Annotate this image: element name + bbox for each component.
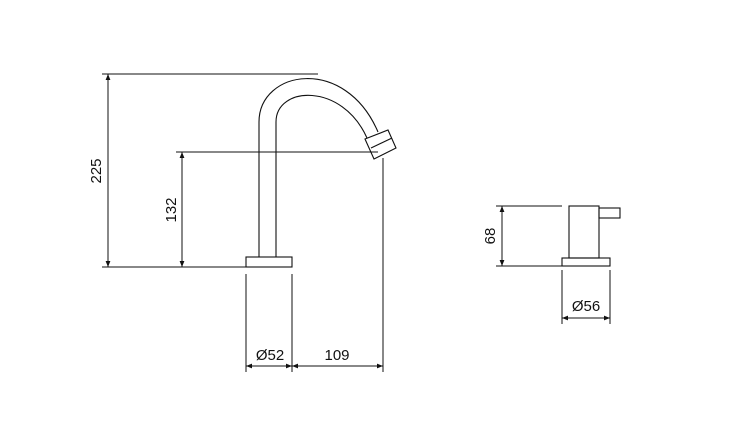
- handle-lever: [598, 207, 621, 219]
- spout-tube-inner: [275, 94, 368, 257]
- dim-label-spout-height: 132: [163, 197, 180, 222]
- spout-aerator: [364, 129, 397, 160]
- spout-aerator-line: [370, 137, 393, 149]
- dim-base-diameter: Ø52: [245, 274, 293, 372]
- dim-overall-height: 225: [88, 73, 318, 268]
- dim-label-overall-height: 225: [88, 158, 105, 183]
- dim-handle-base-diameter: Ø56: [561, 270, 611, 324]
- spout-base-plate: [245, 256, 293, 268]
- dim-handle-height: 68: [482, 205, 562, 267]
- dim-spout-reach: 109: [292, 158, 384, 372]
- dim-label-handle-base-diameter: Ø56: [572, 298, 600, 315]
- dim-spout-height: 132: [163, 151, 378, 267]
- spout-tube-outer: [258, 78, 379, 257]
- spout-faucet: [245, 78, 397, 268]
- dim-label-handle-height: 68: [482, 228, 499, 245]
- handle-body: [568, 205, 600, 259]
- dim-label-spout-reach: 109: [324, 347, 349, 364]
- handle-mixer: [561, 205, 621, 267]
- dim-label-base-diameter: Ø52: [256, 347, 284, 364]
- handle-base-plate: [561, 257, 611, 267]
